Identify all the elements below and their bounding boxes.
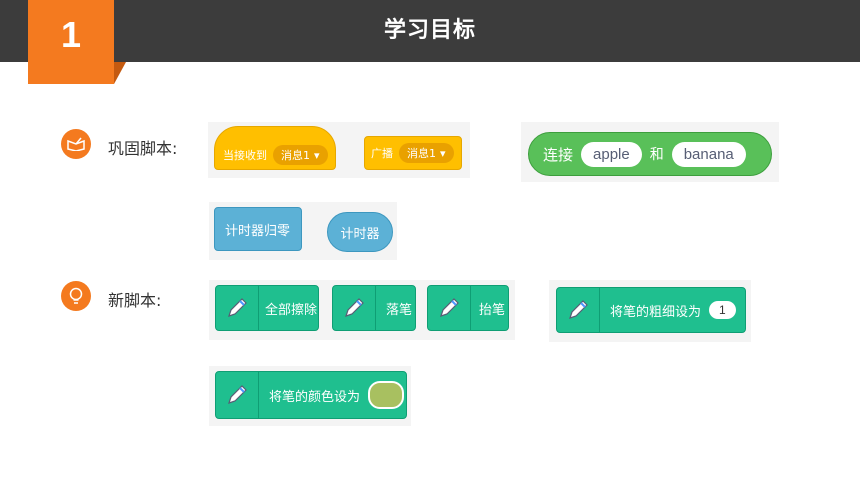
pen-down-label: 落笔 [386,302,413,318]
lightbulb-icon [61,281,91,311]
set-size-label: 将笔的粗细设为 [610,304,702,320]
pen-down-block[interactable]: 落笔 [332,285,416,331]
when-receive-label: 当接收到 [223,149,267,162]
section-number-tab: 1 [28,0,126,84]
timer-block[interactable]: 计时器 [327,212,393,252]
when-receive-block[interactable]: 当接收到 消息1 ▾ [214,126,336,170]
book-icon [61,129,91,159]
join-block[interactable]: 连接 apple 和 banana [528,132,772,176]
pen-icon [333,286,376,330]
pen-icon [216,286,259,330]
join-and: 和 [649,147,664,163]
pen-icon [557,288,600,332]
timer-label: 计时器 [340,226,380,242]
broadcast-block[interactable]: 广播 消息1 ▾ [364,136,462,170]
message-dropdown[interactable]: 消息1 ▾ [273,145,328,165]
join-label: 连接 [543,145,574,164]
pen-icon [216,372,259,418]
reset-timer-label: 计时器归零 [225,223,291,239]
header-bar [0,0,860,62]
pen-up-block[interactable]: 抬笔 [427,285,509,331]
message-value: 消息1 [281,149,310,162]
erase-all-label: 全部擦除 [265,302,318,318]
new-label: 新脚本: [108,291,162,310]
dropdown-icon: ▾ [314,148,320,162]
pen-up-label: 抬笔 [479,302,506,318]
pen-color-swatch[interactable] [368,381,405,409]
pen-size-input[interactable]: 1 [709,301,736,319]
set-pen-size-block[interactable]: 将笔的粗细设为 1 [556,287,746,333]
broadcast-dropdown[interactable]: 消息1 ▾ [399,143,454,163]
broadcast-label: 广播 [371,147,393,160]
dropdown-icon: ▾ [440,146,446,160]
join-arg1[interactable]: apple [581,141,642,167]
review-label: 巩固脚本: [108,139,178,158]
erase-all-block[interactable]: 全部擦除 [215,285,319,331]
section-number: 1 [60,14,82,55]
set-color-label: 将笔的颜色设为 [269,389,361,405]
page-title: 学习目标 [383,18,476,43]
set-pen-color-block[interactable]: 将笔的颜色设为 [215,371,407,419]
broadcast-value: 消息1 [407,147,436,160]
pen-icon [428,286,471,330]
reset-timer-block[interactable]: 计时器归零 [214,207,302,251]
join-arg2[interactable]: banana [671,141,746,167]
